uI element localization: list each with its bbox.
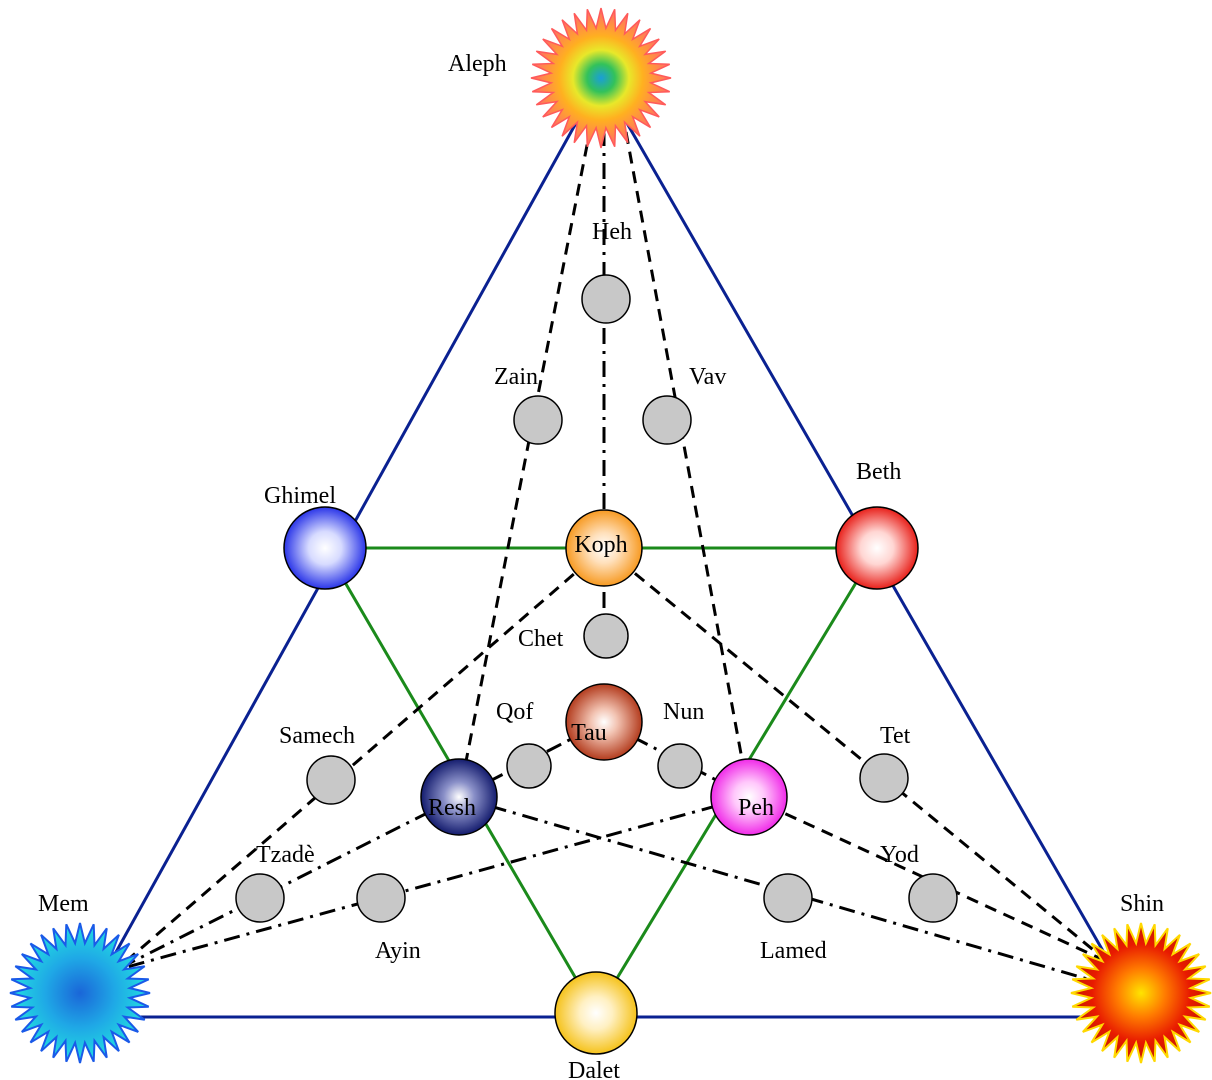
node-qof bbox=[506, 743, 552, 789]
node-koph bbox=[565, 509, 643, 587]
label-lamed: Lamed bbox=[760, 938, 827, 964]
path-koph-shin bbox=[603, 546, 1109, 964]
path-aleph-peh bbox=[624, 131, 751, 798]
label-shin: Shin bbox=[1120, 891, 1164, 917]
node-tau bbox=[565, 683, 643, 761]
label-zain: Zain bbox=[494, 364, 538, 390]
label-yod: Yod bbox=[880, 842, 919, 868]
label-resh: Resh bbox=[428, 795, 476, 821]
label-dalet: Dalet bbox=[568, 1058, 620, 1080]
path-peh-shin bbox=[748, 795, 1109, 964]
label-nun: Nun bbox=[663, 699, 704, 725]
node-tet bbox=[859, 753, 909, 803]
label-peh: Peh bbox=[738, 795, 774, 821]
label-beth: Beth bbox=[856, 459, 901, 485]
node-dalet bbox=[554, 971, 638, 1055]
mem-star bbox=[9, 922, 151, 1064]
node-ayin bbox=[356, 873, 406, 923]
path-koph-mem bbox=[115, 546, 605, 972]
dashed-connectors bbox=[115, 124, 1109, 972]
path-resh-mem bbox=[115, 795, 460, 972]
label-mem: Mem bbox=[38, 891, 89, 917]
node-lamed bbox=[763, 873, 813, 923]
node-zain bbox=[513, 395, 563, 445]
node-ghimel bbox=[283, 506, 367, 590]
node-peh bbox=[710, 758, 788, 836]
path-aleph-resh bbox=[457, 124, 593, 798]
node-samech bbox=[306, 755, 356, 805]
node-nun bbox=[657, 743, 703, 789]
label-qof: Qof bbox=[496, 699, 533, 725]
label-ghimel: Ghimel bbox=[264, 483, 336, 509]
label-tzade: Tzadè bbox=[256, 842, 315, 868]
node-vav bbox=[642, 395, 692, 445]
label-koph: Koph bbox=[574, 532, 627, 558]
node-tzade bbox=[235, 873, 285, 923]
node-resh bbox=[420, 758, 498, 836]
node-yod bbox=[908, 873, 958, 923]
node-chet bbox=[583, 613, 629, 659]
aleph-star bbox=[530, 7, 672, 149]
label-tau: Tau bbox=[571, 720, 607, 746]
label-ayin: Ayin bbox=[375, 938, 421, 964]
label-chet: Chet bbox=[518, 626, 564, 652]
label-vav: Vav bbox=[689, 364, 726, 390]
shin-star bbox=[1070, 922, 1212, 1064]
label-tet: Tet bbox=[880, 723, 911, 749]
label-aleph: Aleph bbox=[448, 51, 507, 77]
path-peh-mem bbox=[115, 795, 750, 972]
label-samech: Samech bbox=[279, 723, 355, 749]
node-heh bbox=[581, 274, 631, 324]
node-beth bbox=[835, 506, 919, 590]
label-heh: Heh bbox=[592, 219, 632, 245]
